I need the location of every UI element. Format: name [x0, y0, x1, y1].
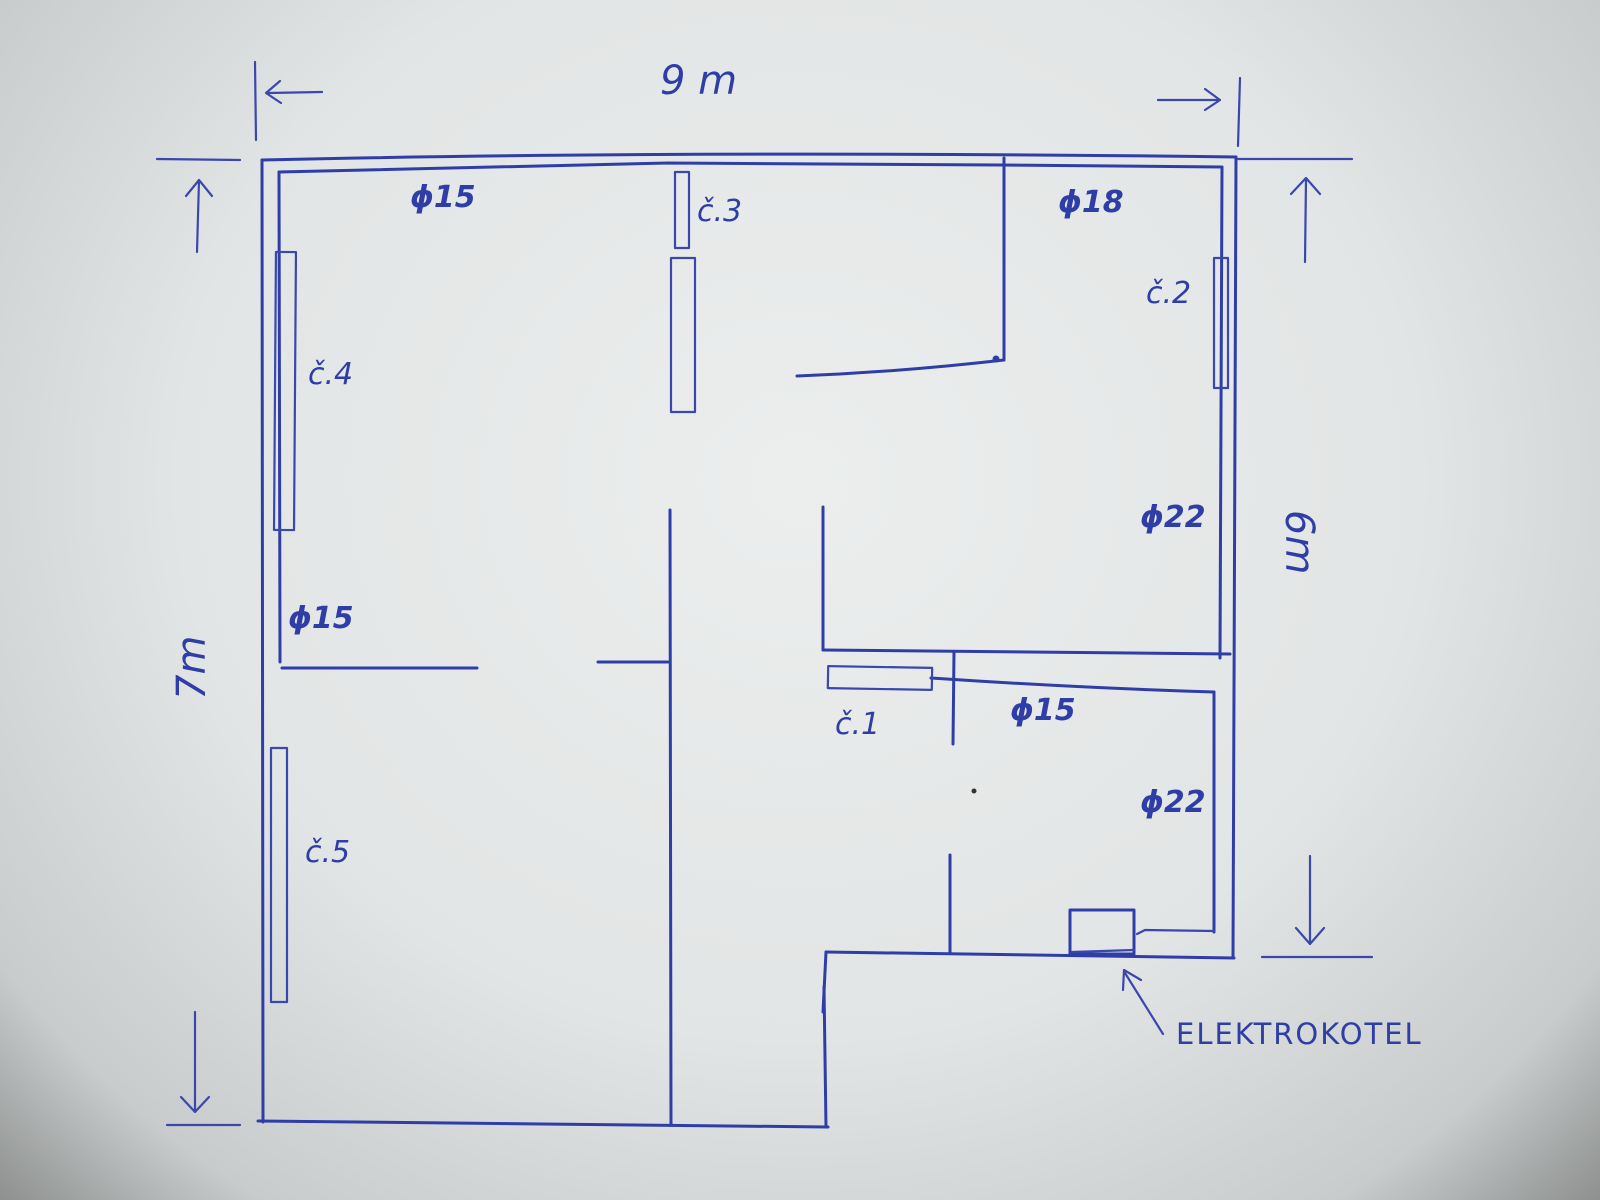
width-dimension: 9 m: [660, 58, 737, 104]
arrow-up-icon: [1289, 176, 1322, 264]
pipe-label-right-lower: ϕ22: [1140, 785, 1206, 820]
arrow-right-icon: [1156, 87, 1222, 112]
radiator-label-c4: č.4: [308, 357, 353, 392]
dot-mark: [971, 788, 977, 794]
arrow-left-icon: [264, 79, 324, 105]
right-height-dimension: 6m: [1276, 510, 1322, 574]
boiler-box: [1068, 908, 1136, 956]
radiator-c3: [673, 170, 691, 250]
pipe-label-right-upper: ϕ22: [1140, 500, 1206, 535]
boiler-label: ELEKTROKOTEL: [1176, 1017, 1423, 1051]
left-height-dimension: 7m: [169, 636, 215, 700]
pipe-label-left-mid: ϕ15: [288, 601, 354, 636]
radiators: [269, 170, 1230, 1004]
outer-walls: [256, 152, 1238, 1129]
radiator-c5: [269, 746, 289, 1004]
radiator-c1: [826, 664, 934, 692]
dimension-lines: [155, 60, 1374, 1127]
radiator-c3b: [669, 256, 697, 414]
arrow-down-icon: [179, 1010, 211, 1114]
pipe-label-top-left: ϕ15: [410, 180, 476, 215]
radiator-label-c3: č.3: [697, 194, 742, 229]
pipe-label-top-right: ϕ18: [1058, 185, 1124, 220]
dot-mark: [992, 355, 1000, 363]
radiator-label-c2: č.2: [1146, 276, 1191, 311]
radiator-label-c1: č.1: [835, 707, 880, 742]
arrow-down-icon: [1294, 854, 1326, 946]
pipe-label-middle-right: ϕ15: [1010, 693, 1076, 728]
arrow-up-icon: [184, 178, 214, 254]
interior-walls: [280, 156, 1232, 1127]
radiator-c4: [272, 250, 298, 532]
boiler-arrow-icon: [1121, 968, 1165, 1036]
radiator-label-c5: č.5: [305, 835, 350, 870]
radiator-c2: [1212, 256, 1230, 390]
